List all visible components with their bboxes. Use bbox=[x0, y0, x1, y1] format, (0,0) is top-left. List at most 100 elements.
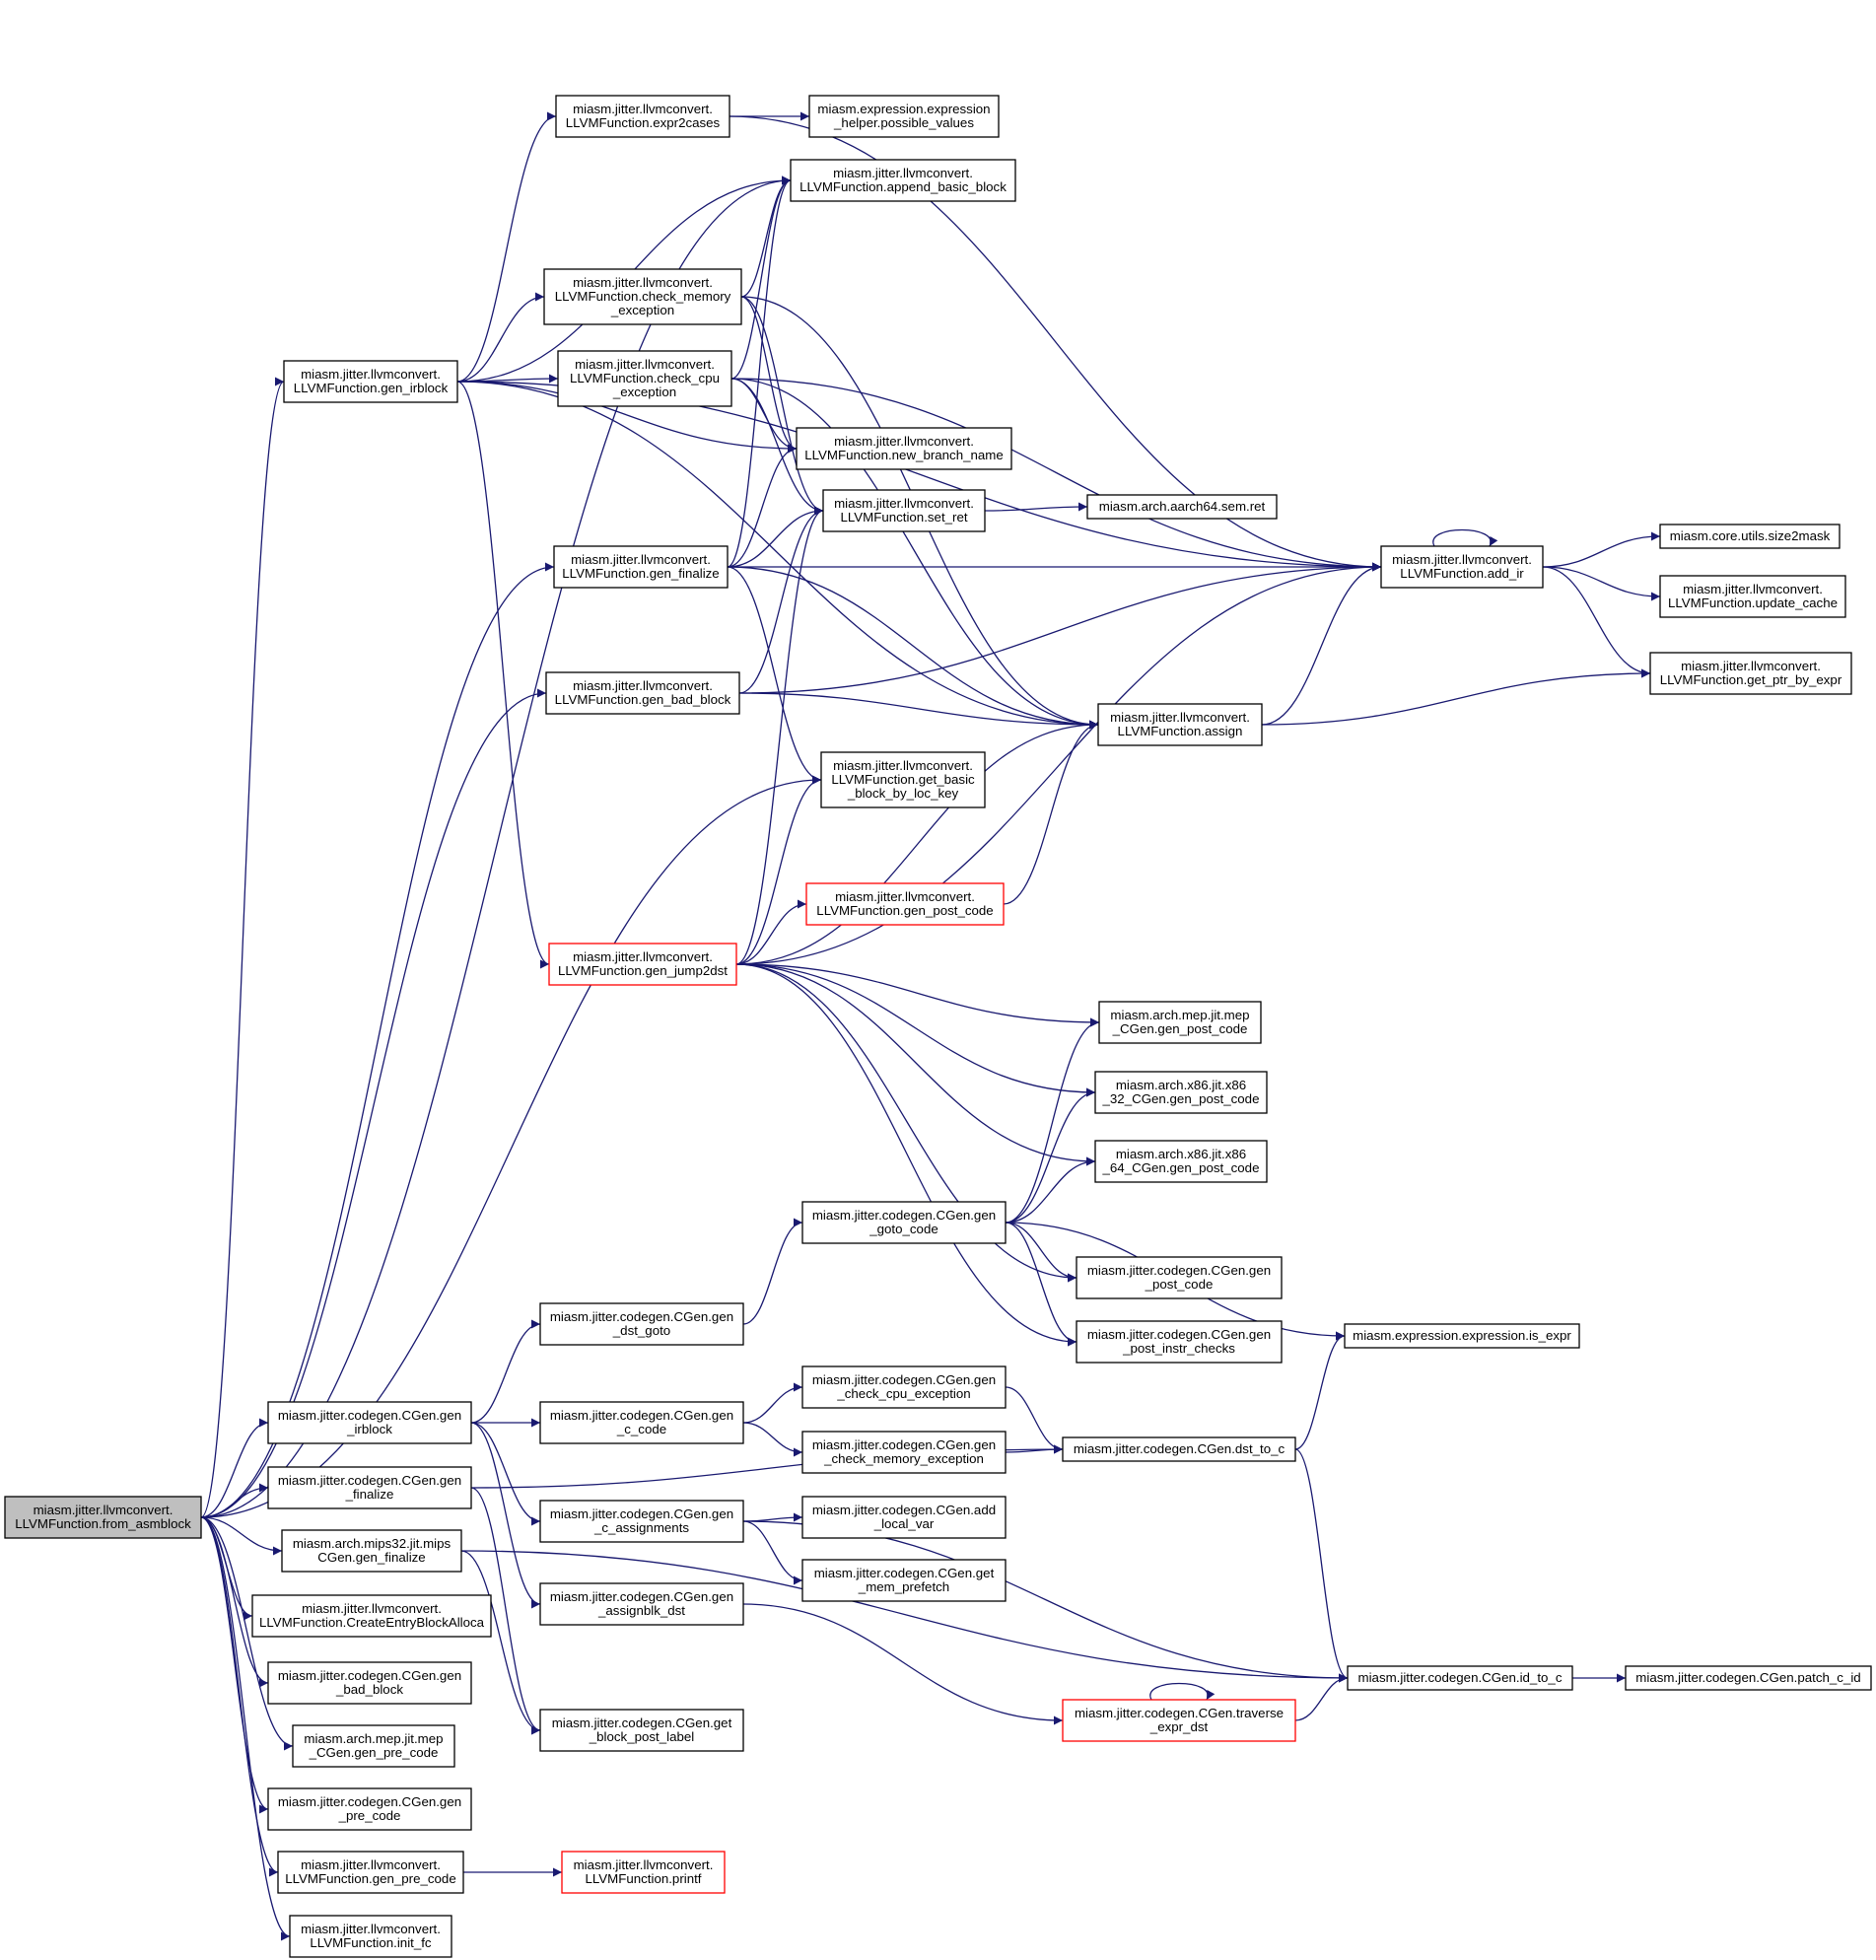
edge-gen_finalize_llvm-to-set_ret bbox=[727, 506, 824, 568]
node-box bbox=[822, 489, 986, 532]
node-patch-c-id[interactable]: miasm.jitter.codegen.CGen.patch_c_id bbox=[1625, 1665, 1872, 1691]
node-label-line: miasm.arch.mep.jit.mep bbox=[1110, 1008, 1249, 1022]
node-gen-post-code-llvm[interactable]: miasm.jitter.llvmconvert.LLVMFunction.ge… bbox=[805, 882, 1005, 926]
node-box bbox=[251, 1594, 492, 1638]
edge-check_memory_exception_llvm-to-set_ret bbox=[740, 296, 824, 516]
node-box bbox=[543, 268, 742, 325]
node-label-line: miasm.jitter.llvmconvert. bbox=[573, 275, 713, 290]
node-gen-check-cpu-exception[interactable]: miasm.jitter.codegen.CGen.gen_check_cpu_… bbox=[801, 1365, 1007, 1409]
node-cgen-gen-bad-block[interactable]: miasm.jitter.codegen.CGen.gen_bad_block bbox=[267, 1661, 472, 1705]
node-gen-bad-block-llvm[interactable]: miasm.jitter.llvmconvert.LLVMFunction.ge… bbox=[545, 671, 740, 715]
node-label-line: LLVMFunction.update_cache bbox=[1668, 595, 1838, 610]
node-new-branch-name[interactable]: miasm.jitter.llvmconvert.LLVMFunction.ne… bbox=[796, 427, 1012, 470]
node-update-cache[interactable]: miasm.jitter.llvmconvert.LLVMFunction.up… bbox=[1659, 575, 1846, 618]
node-is-expr[interactable]: miasm.expression.expression.is_expr bbox=[1344, 1323, 1580, 1349]
node-create-entry-block-alloca[interactable]: miasm.jitter.llvmconvert.LLVMFunction.Cr… bbox=[251, 1594, 492, 1638]
node-label-line: _block_by_loc_key bbox=[847, 786, 959, 801]
node-box bbox=[277, 1851, 464, 1894]
node-gen-jump2dst[interactable]: miasm.jitter.llvmconvert.LLVMFunction.ge… bbox=[548, 943, 737, 986]
node-gen-irblock-llvm[interactable]: miasm.jitter.llvmconvert.LLVMFunction.ge… bbox=[283, 360, 458, 403]
node-traverse-expr-dst[interactable]: miasm.jitter.codegen.CGen.traverse_expr_… bbox=[1062, 1699, 1296, 1742]
node-label-line: miasm.jitter.llvmconvert. bbox=[1681, 659, 1821, 673]
node-box bbox=[820, 751, 986, 808]
node-label-line: miasm.jitter.codegen.CGen.gen bbox=[812, 1208, 996, 1223]
edges-layer bbox=[200, 111, 1661, 1941]
node-gen-assignblk-dst[interactable]: miasm.jitter.codegen.CGen.gen_assignblk_… bbox=[539, 1582, 744, 1626]
node-printf[interactable]: miasm.jitter.llvmconvert.LLVMFunction.pr… bbox=[561, 1851, 726, 1894]
node-get-basic-block-by-loc-key[interactable]: miasm.jitter.llvmconvert.LLVMFunction.ge… bbox=[820, 751, 986, 808]
node-gen-c-assignments[interactable]: miasm.jitter.codegen.CGen.gen_c_assignme… bbox=[539, 1500, 744, 1543]
node-label-line: miasm.jitter.llvmconvert. bbox=[302, 1601, 442, 1616]
node-gen-goto-code[interactable]: miasm.jitter.codegen.CGen.gen_goto_code bbox=[801, 1201, 1007, 1244]
node-label-line: _exception bbox=[612, 385, 676, 399]
node-get-ptr-by-expr[interactable]: miasm.jitter.llvmconvert.LLVMFunction.ge… bbox=[1649, 652, 1852, 695]
node-label-line: miasm.jitter.llvmconvert. bbox=[834, 496, 974, 511]
node-box bbox=[1062, 1699, 1296, 1742]
node-mep-gen-post-code[interactable]: miasm.arch.mep.jit.mep_CGen.gen_post_cod… bbox=[1098, 1001, 1262, 1044]
node-box bbox=[1344, 1323, 1580, 1349]
node-dst-to-c[interactable]: miasm.jitter.codegen.CGen.dst_to_c bbox=[1062, 1436, 1296, 1462]
node-box bbox=[1659, 524, 1841, 549]
node-size2mask[interactable]: miasm.core.utils.size2mask bbox=[1659, 524, 1841, 549]
node-init-fc[interactable]: miasm.jitter.llvmconvert.LLVMFunction.in… bbox=[289, 1915, 452, 1958]
node-gen-post-instr-checks[interactable]: miasm.jitter.codegen.CGen.gen_post_instr… bbox=[1076, 1320, 1283, 1364]
node-aarch64-ret[interactable]: miasm.arch.aarch64.sem.ret bbox=[1086, 494, 1278, 520]
node-get-block-post-label[interactable]: miasm.jitter.codegen.CGen.get_block_post… bbox=[539, 1709, 744, 1752]
node-mips32-gen-finalize[interactable]: miasm.arch.mips32.jit.mipsCGen.gen_final… bbox=[281, 1529, 462, 1573]
edge-traverse_expr_dst-to-traverse_expr_dst bbox=[1149, 1682, 1216, 1701]
node-box bbox=[1076, 1320, 1283, 1364]
node-label-line: LLVMFunction.gen_finalize bbox=[562, 566, 719, 581]
edge-gen_post_code_llvm-to-assign bbox=[1003, 720, 1099, 905]
node-gen-pre-code-llvm[interactable]: miasm.jitter.llvmconvert.LLVMFunction.ge… bbox=[277, 1851, 464, 1894]
node-get-mem-prefetch[interactable]: miasm.jitter.codegen.CGen.get_mem_prefet… bbox=[801, 1559, 1007, 1602]
node-gen-c-code[interactable]: miasm.jitter.codegen.CGen.gen_c_code bbox=[539, 1401, 744, 1444]
node-cgen-gen-post-code[interactable]: miasm.jitter.codegen.CGen.gen_post_code bbox=[1076, 1256, 1283, 1299]
node-x86-64-gen-post-code[interactable]: miasm.arch.x86.jit.x86_64_CGen.gen_post_… bbox=[1094, 1140, 1268, 1183]
node-label-line: miasm.jitter.llvmconvert. bbox=[301, 1922, 441, 1936]
edge-cgen_gen_irblock-to-gen_dst_goto bbox=[470, 1319, 541, 1424]
node-label-line: LLVMFunction.append_basic_block bbox=[799, 179, 1007, 194]
node-label-line: _c_assignments bbox=[593, 1520, 689, 1535]
node-check-memory-exception-llvm[interactable]: miasm.jitter.llvmconvert.LLVMFunction.ch… bbox=[543, 268, 742, 325]
node-add-ir[interactable]: miasm.jitter.llvmconvert.LLVMFunction.ad… bbox=[1380, 545, 1544, 589]
node-append-basic-block[interactable]: miasm.jitter.llvmconvert.LLVMFunction.ap… bbox=[790, 159, 1016, 202]
node-box bbox=[548, 943, 737, 986]
node-set-ret[interactable]: miasm.jitter.llvmconvert.LLVMFunction.se… bbox=[822, 489, 986, 532]
edge-check_cpu_exception_llvm-to-add_ir bbox=[730, 378, 1382, 572]
edge-from_asmblock-to-mips32_gen_finalize bbox=[200, 1516, 283, 1556]
node-label-line: _bad_block bbox=[335, 1682, 403, 1697]
node-box bbox=[801, 1201, 1007, 1244]
node-cgen-gen-irblock[interactable]: miasm.jitter.codegen.CGen.gen_irblock bbox=[267, 1401, 472, 1444]
node-label-line: miasm.jitter.codegen.CGen.gen bbox=[1087, 1327, 1271, 1342]
node-cgen-gen-pre-code[interactable]: miasm.jitter.codegen.CGen.gen_pre_code bbox=[267, 1787, 472, 1831]
edge-gen_jump2dst-to-gen_post_instr_checks bbox=[735, 963, 1077, 1347]
edge-assign-to-add_ir bbox=[1261, 562, 1382, 726]
node-gen-finalize-llvm[interactable]: miasm.jitter.llvmconvert.LLVMFunction.ge… bbox=[553, 545, 729, 589]
node-cgen-gen-finalize[interactable]: miasm.jitter.codegen.CGen.gen_finalize bbox=[267, 1466, 472, 1509]
node-possible-values[interactable]: miasm.expression.expression_helper.possi… bbox=[808, 95, 1000, 138]
node-id-to-c[interactable]: miasm.jitter.codegen.CGen.id_to_c bbox=[1347, 1665, 1573, 1691]
node-gen-dst-goto[interactable]: miasm.jitter.codegen.CGen.gen_dst_goto bbox=[539, 1302, 744, 1346]
node-mep-gen-pre-code[interactable]: miasm.arch.mep.jit.mep_CGen.gen_pre_code bbox=[292, 1724, 455, 1768]
node-check-cpu-exception-llvm[interactable]: miasm.jitter.llvmconvert.LLVMFunction.ch… bbox=[557, 350, 732, 407]
edge-gen_irblock_llvm-to-expr2cases bbox=[456, 111, 557, 383]
node-label-line: miasm.jitter.llvmconvert. bbox=[573, 678, 713, 693]
node-gen-check-memory-exception[interactable]: miasm.jitter.codegen.CGen.gen_check_memo… bbox=[801, 1431, 1007, 1474]
node-from-asmblock[interactable]: miasm.jitter.llvmconvert.LLVMFunction.fr… bbox=[4, 1496, 202, 1539]
node-expr2cases[interactable]: miasm.jitter.llvmconvert.LLVMFunction.ex… bbox=[555, 95, 730, 138]
edge-add_ir-to-get_ptr_by_expr bbox=[1542, 566, 1651, 678]
node-assign[interactable]: miasm.jitter.llvmconvert.LLVMFunction.as… bbox=[1097, 703, 1263, 746]
node-label-line: LLVMFunction.new_branch_name bbox=[804, 448, 1004, 462]
node-box bbox=[1094, 1140, 1268, 1183]
node-box bbox=[545, 671, 740, 715]
node-x86-32-gen-post-code[interactable]: miasm.arch.x86.jit.x86_32_CGen.gen_post_… bbox=[1094, 1071, 1268, 1114]
node-label-line: miasm.jitter.codegen.CGen.get bbox=[552, 1715, 732, 1730]
node-box bbox=[805, 882, 1005, 926]
node-label-line: miasm.jitter.llvmconvert. bbox=[575, 357, 715, 372]
edge-from_asmblock-to-gen_pre_code_llvm bbox=[200, 1516, 279, 1877]
node-add-local-var[interactable]: miasm.jitter.codegen.CGen.add_local_var bbox=[801, 1496, 1007, 1539]
node-label-line: miasm.jitter.codegen.CGen.gen bbox=[278, 1794, 461, 1809]
node-label-line: miasm.arch.mips32.jit.mips bbox=[293, 1536, 452, 1551]
node-box bbox=[267, 1466, 472, 1509]
